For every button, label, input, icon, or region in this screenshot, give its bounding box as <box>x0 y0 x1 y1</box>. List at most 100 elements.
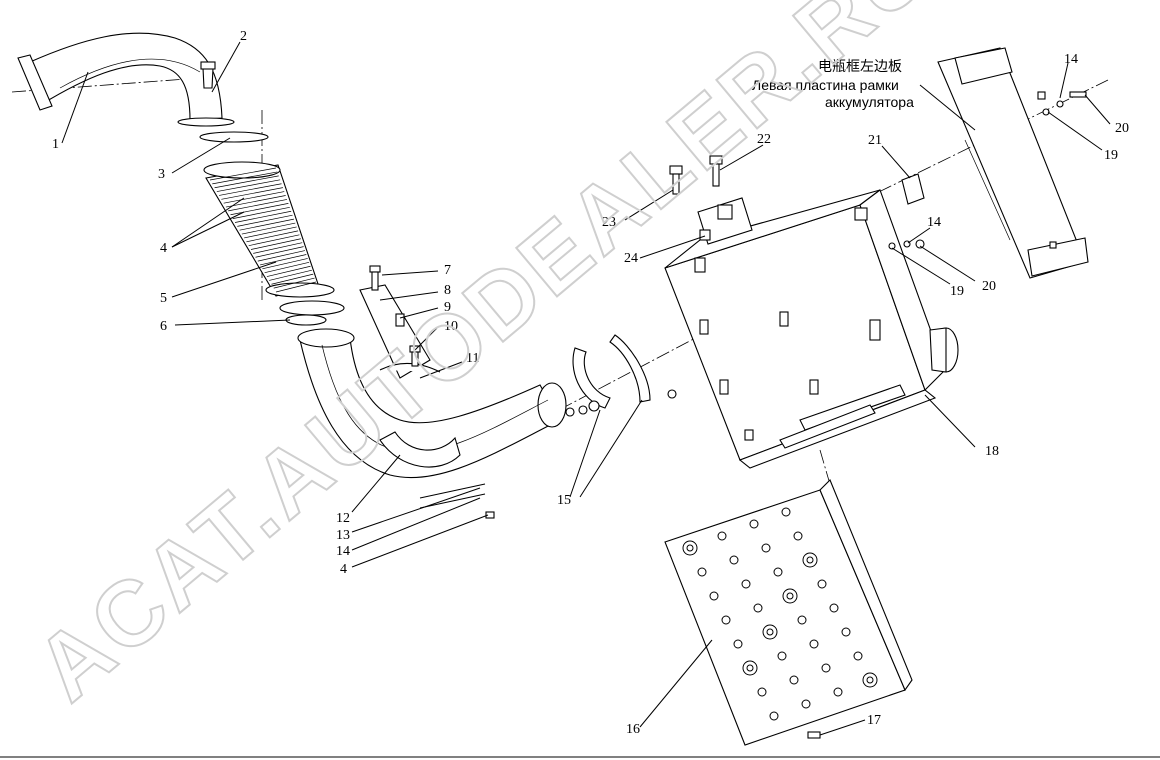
bellows-rib <box>262 258 308 270</box>
shield-hole <box>829 603 839 613</box>
bellows-rib <box>246 230 299 243</box>
part-bolt-23 <box>669 165 683 195</box>
label-ru-line1: Левая пластина рамки <box>752 77 899 93</box>
callout-14: 14 <box>336 544 350 559</box>
bellows-rib <box>269 269 312 281</box>
shield-hole-inner <box>806 556 814 564</box>
shield-hole <box>757 687 767 697</box>
callout-6: 6 <box>160 319 167 334</box>
part-heat-shield-16 <box>664 479 913 746</box>
callout-numbers: 1 2 3 4 5 6 7 8 9 10 11 12 13 14 4 15 16… <box>52 29 1129 737</box>
shield-hole-inner <box>686 544 694 552</box>
shield-hole-inner <box>866 676 874 684</box>
bellows-rib <box>241 222 296 235</box>
callout-5: 5 <box>160 291 167 306</box>
part-upper-bent-pipe <box>17 32 235 127</box>
callout-17: 17 <box>867 713 881 728</box>
shield-hole <box>809 639 819 649</box>
shield-hole <box>753 603 763 613</box>
callout-20-right: 20 <box>1115 121 1129 136</box>
part-bolt-10 <box>409 345 421 367</box>
callout-1: 1 <box>52 137 59 152</box>
shield-hole <box>817 579 827 589</box>
shield-hole <box>709 591 719 601</box>
part-bracket-24 <box>697 197 753 245</box>
part-washer-9 <box>395 313 405 327</box>
bellows-rib <box>257 250 306 262</box>
bellows-rib <box>248 234 300 246</box>
bellows-rib <box>234 210 292 223</box>
shield-hole <box>781 507 791 517</box>
shield-hole <box>761 543 771 553</box>
shield-hole <box>833 687 843 697</box>
callout-21: 21 <box>868 133 882 148</box>
callout-22: 22 <box>757 132 771 147</box>
bellows-rib <box>266 265 311 277</box>
callout-12: 12 <box>336 511 350 526</box>
shield-hole <box>797 615 807 625</box>
callout-14-right: 14 <box>1064 52 1078 67</box>
shield-hole <box>821 663 831 673</box>
bellows-rib <box>221 187 283 200</box>
callout-4-lower: 4 <box>340 562 347 577</box>
shield-hole-inner <box>766 628 774 636</box>
shield-hole <box>777 651 787 661</box>
shield-hole-inner <box>746 664 754 672</box>
callout-14-mid: 14 <box>927 215 941 230</box>
bellows-rib <box>259 254 307 266</box>
bellows-rib <box>219 183 282 196</box>
shield-hole <box>769 711 779 721</box>
bellows-rib <box>253 242 303 254</box>
callout-23: 23 <box>602 215 616 230</box>
part-pipe-clamp-12 <box>379 431 461 468</box>
leader-lines <box>61 41 1111 736</box>
part-hardware-mid <box>888 239 925 250</box>
shield-hole <box>841 627 851 637</box>
callout-13: 13 <box>336 528 350 543</box>
callout-8: 8 <box>444 283 451 298</box>
shield-hole <box>801 699 811 709</box>
callout-2: 2 <box>240 29 247 44</box>
label-cn: 电瓶框左边板 <box>818 59 902 75</box>
label-ru-line2: аккумулятора <box>825 94 914 110</box>
part-muffler-18 <box>664 189 959 469</box>
part-battery-frame-left-plate <box>937 47 1089 279</box>
bellows-rib <box>214 175 279 189</box>
shield-hole-inner <box>786 592 794 600</box>
callout-7: 7 <box>444 263 451 278</box>
bellows-rib <box>237 214 293 227</box>
bellows-rib <box>273 277 315 289</box>
shield-hole <box>741 579 751 589</box>
part-bolt-7 <box>369 265 381 291</box>
bellows-rib <box>264 262 310 274</box>
callout-4: 4 <box>160 241 167 256</box>
shield-hole <box>749 519 759 529</box>
callout-19-right: 19 <box>1104 148 1118 163</box>
shield-hole <box>789 675 799 685</box>
bellows-rib <box>212 171 278 185</box>
part-clamps-15 <box>565 334 677 417</box>
part-flange-6 <box>279 300 345 326</box>
shield-hole <box>721 615 731 625</box>
part-flex-bellows <box>203 161 335 298</box>
bellows-rib <box>230 203 289 216</box>
part-elbow-pipe <box>297 328 567 479</box>
bellows-rib <box>216 179 281 192</box>
part-clip-21 <box>901 173 925 205</box>
part-bolt-2 <box>200 61 216 89</box>
bellows-rib <box>228 199 288 212</box>
battery-frame-label: 电瓶框左边板 Левая пластина рамки аккумулятора <box>752 59 914 110</box>
shield-hole <box>773 567 783 577</box>
part-small-rods <box>419 483 495 519</box>
bellows-rib <box>244 226 297 239</box>
shield-hole <box>717 531 727 541</box>
shield-hole <box>729 555 739 565</box>
shield-hole <box>697 567 707 577</box>
callout-10: 10 <box>444 319 458 334</box>
callout-20-mid: 20 <box>982 279 996 294</box>
bellows-rib <box>239 218 295 231</box>
callout-11: 11 <box>466 351 479 366</box>
callout-3: 3 <box>158 167 165 182</box>
bellows-rib <box>209 167 277 181</box>
